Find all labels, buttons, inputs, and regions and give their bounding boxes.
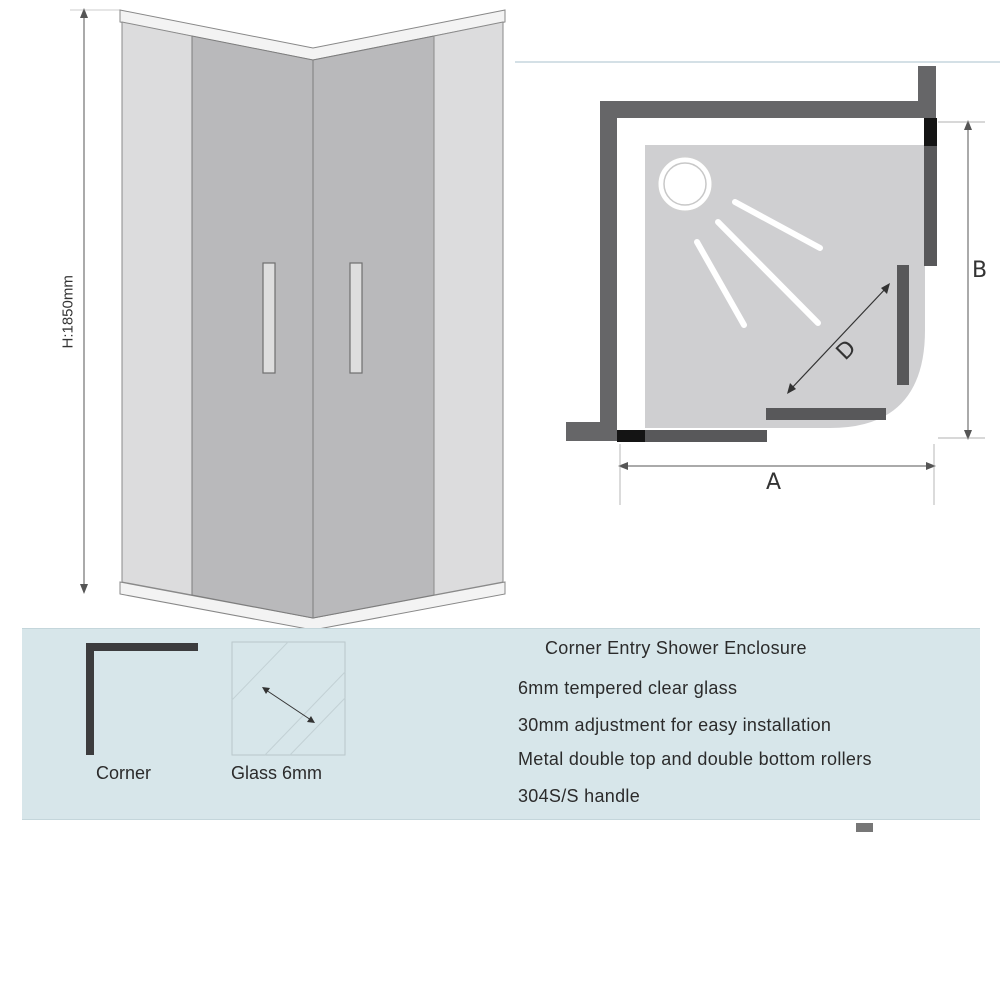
left-wall [600, 101, 617, 429]
back-wall [600, 101, 922, 118]
bottom-glass-fixed [617, 430, 767, 442]
shower-head-inner [663, 162, 707, 206]
spec-line-handle: 304S/S handle [518, 786, 640, 806]
dimension-b-arrow-bottom [964, 430, 972, 440]
spec-line-adjustment: 30mm adjustment for easy installation [518, 715, 832, 735]
water-spray-line [694, 239, 747, 328]
height-arrow-bottom [80, 584, 88, 594]
diagonal-dimension-line [789, 286, 888, 391]
right-glass-fixed [924, 118, 937, 266]
right-sliding-glass [897, 265, 909, 385]
top-frame [119, 9, 506, 61]
right-door-handle [349, 262, 363, 374]
corner-label: Corner [96, 763, 152, 783]
height-arrow-top [80, 8, 88, 18]
spec-title: Corner Entry Shower Enclosure [545, 638, 807, 658]
stray-mark [856, 823, 873, 832]
glass-label: Glass 6mm [231, 763, 323, 783]
right-glass-seal [924, 118, 937, 146]
water-spray-line [715, 219, 821, 326]
corner-profile-icon [86, 643, 198, 755]
wall-end-right [918, 66, 936, 118]
bottom-glass-seal [617, 430, 645, 442]
dimension-a-arrow-left [618, 462, 628, 470]
front-view [70, 8, 506, 631]
diagonal-arrow-start [787, 383, 796, 394]
water-spray-line [732, 199, 823, 251]
dimension-a-label: A [766, 470, 782, 495]
left-door-handle [262, 262, 276, 374]
shower-head-icon [657, 156, 713, 212]
spec-panel [22, 628, 980, 820]
height-label: H:1850mm [59, 275, 77, 349]
wall-end-bottom [566, 422, 617, 441]
diagonal-arrow-end [881, 283, 890, 294]
bottom-sliding-glass [766, 408, 886, 420]
dimension-b-label: B [972, 258, 988, 283]
dimension-a-arrow-right [926, 462, 936, 470]
spec-line-glass: 6mm tempered clear glass [518, 678, 738, 698]
dimension-b-arrow-top [964, 120, 972, 130]
spec-line-rollers: Metal double top and double bottom rolle… [518, 749, 872, 769]
plan-view [515, 61, 1000, 505]
right-fixed-panel [433, 21, 504, 596]
glass-sample-icon [231, 641, 346, 756]
